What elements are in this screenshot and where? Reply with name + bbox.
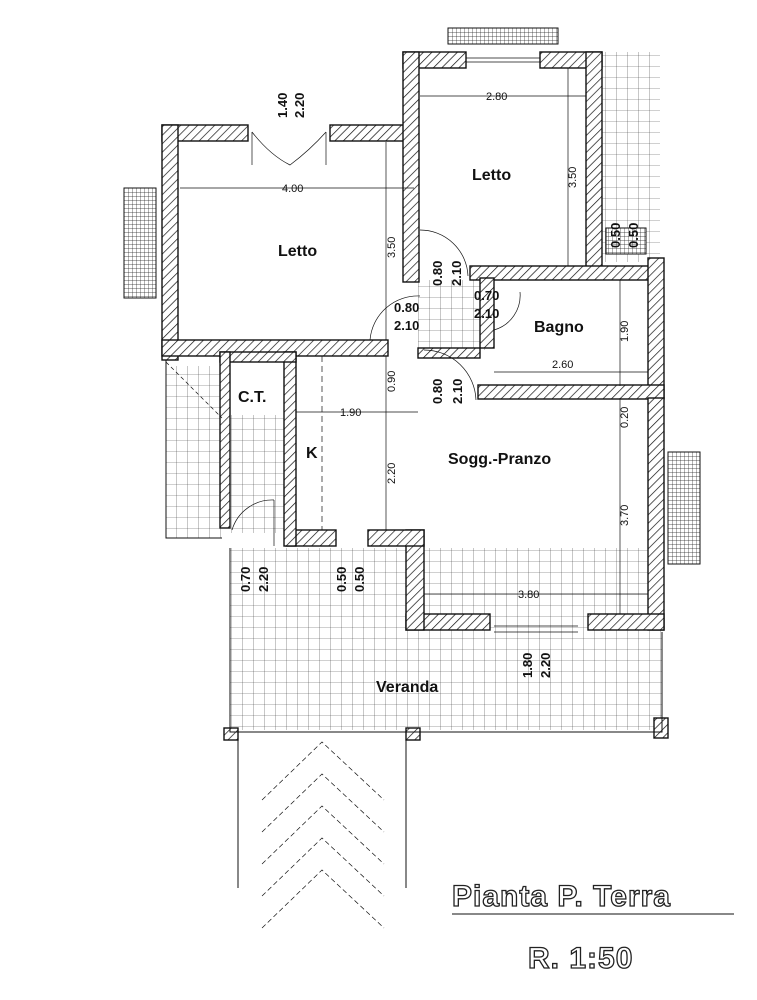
door-ct-b: 2.20 [256, 567, 271, 592]
left-stair [166, 366, 222, 538]
door-k-a: 0.50 [334, 567, 349, 592]
door-top-a: 1.40 [275, 93, 290, 118]
dim-bagno-w: 2.60 [552, 359, 573, 371]
dim-gap: 0.20 [619, 407, 631, 428]
dim-sogg-w: 3.80 [518, 589, 539, 601]
door-arc-top [251, 131, 327, 166]
wall-ct-right [283, 351, 297, 547]
ct-stair [225, 415, 285, 533]
dim-letto-small-h: 3.50 [567, 167, 579, 188]
chevron-1 [261, 741, 385, 801]
door-k-b: 0.50 [352, 567, 367, 592]
wall-bedroom-left [161, 124, 179, 361]
wall-ct-top [219, 351, 297, 363]
room-soggiorno: Sogg.-Pranzo [448, 451, 551, 468]
door-arc-bedroom [419, 229, 469, 277]
chevron-4 [261, 837, 385, 897]
side-stair-tiles [602, 52, 660, 262]
door-veranda-b: 2.20 [538, 653, 553, 678]
dim-corr-h: 0.90 [386, 371, 398, 392]
door-2b: 2.10 [394, 318, 419, 333]
chevron-2 [261, 773, 385, 833]
window-top [447, 27, 559, 45]
window-right [667, 451, 701, 565]
door-arc-hall [423, 349, 477, 401]
wall-k-bottom-right [367, 529, 425, 547]
door-4b: 2.10 [450, 379, 465, 404]
dim-letto-big-w: 4.00 [282, 183, 303, 195]
wall-bath-left [479, 277, 495, 349]
wall-bedroom-top-right [329, 124, 405, 142]
wall-small-right [585, 51, 603, 278]
wall-bath-right [647, 257, 665, 399]
dim-k-h: 2.20 [386, 463, 398, 484]
wall-small-bottom [469, 265, 651, 281]
door-2a: 0.80 [394, 300, 419, 315]
room-ct: C.T. [238, 389, 266, 406]
wall-bath-bottom [477, 384, 665, 400]
corridor-dashed-2 [165, 361, 223, 419]
door-3a: 0.70 [474, 288, 499, 303]
post-right [653, 717, 669, 739]
plan-scale: R. 1:50 [528, 942, 633, 975]
door-veranda-a: 1.80 [520, 653, 535, 678]
left-stair-outline [165, 360, 222, 539]
door-arc-bath [493, 291, 521, 331]
room-bagno: Bagno [534, 319, 584, 336]
door-top-b: 2.20 [292, 93, 307, 118]
plan-title: Pianta P. Terra [452, 880, 671, 913]
dim-letto-small-w: 2.80 [486, 91, 507, 103]
door-ct-a: 0.70 [238, 567, 253, 592]
wall-living-right [647, 397, 665, 631]
dim-bagno-h: 1.90 [619, 321, 631, 342]
room-letto-big: Letto [278, 243, 317, 260]
room-veranda: Veranda [376, 679, 438, 696]
door-1a: 0.80 [430, 261, 445, 286]
chevron-3 [261, 805, 385, 865]
room-letto-small: Letto [472, 167, 511, 184]
dim-corr-w: 1.90 [340, 407, 361, 419]
window-shaft-a: 0.50 [608, 223, 623, 248]
wall-ct-left [219, 351, 231, 529]
door-1b: 2.10 [449, 261, 464, 286]
veranda-outline [229, 548, 663, 733]
chevron-5 [261, 869, 385, 929]
room-k: K [306, 445, 318, 462]
wall-living-bottom-right [587, 613, 665, 631]
wall-hall-mid [417, 347, 481, 359]
door-3b: 2.10 [474, 306, 499, 321]
post-left [223, 727, 239, 741]
window-left [123, 187, 157, 299]
door-4a: 0.80 [430, 379, 445, 404]
window-small-shaft [605, 227, 647, 255]
wall-small-left [402, 51, 420, 283]
dim-sogg-h: 3.70 [619, 505, 631, 526]
dim-letto-big-h: 3.50 [386, 237, 398, 258]
window-shaft-b: 0.50 [626, 223, 641, 248]
post-mid [405, 727, 421, 741]
veranda-floor [230, 548, 662, 730]
door-arc-ct [231, 499, 275, 531]
